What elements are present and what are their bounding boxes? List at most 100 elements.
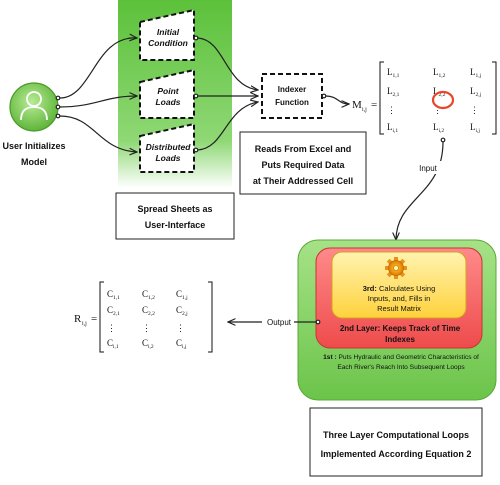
input-matrix-equals: = <box>371 99 377 111</box>
input-matrix-cell: L1,2 <box>433 67 446 79</box>
input-matrix-cell-subscript: 2,j <box>476 92 482 98</box>
output-matrix-cell-subscript: i,j <box>182 344 187 350</box>
output-matrix-cell: Ci,j <box>176 338 187 350</box>
output-matrix-left-bracket <box>99 281 104 353</box>
spreadsheet-caption-line2: User-Interface <box>145 220 206 230</box>
input-matrix-cell: L2,1 <box>387 86 400 98</box>
input-matrix-cell: Li,2 <box>433 122 444 134</box>
indexer-caption-line1: Reads From Excel and <box>255 144 352 154</box>
layer1-title: 1st : <box>323 354 337 361</box>
spreadsheet-caption-box <box>115 192 235 240</box>
input-matrix-cell-subscript: 2,2 <box>439 92 446 98</box>
loops-caption-line2: Implemented According Equation 2 <box>321 449 472 459</box>
input-label-bg <box>413 161 443 174</box>
output-matrix-cell-symbol: C <box>142 338 148 348</box>
loops-caption-box <box>309 407 483 477</box>
output-matrix-cell-symbol: ⋮ <box>142 323 151 333</box>
gear-icon <box>385 257 407 279</box>
output-arrow <box>228 320 321 324</box>
gear-tooth <box>394 274 398 279</box>
output-matrix-cell-symbol: C <box>107 305 113 315</box>
point-loads-line1: Point <box>157 86 179 96</box>
indexer-caption-line3: at Their Addressed Cell <box>253 176 353 186</box>
layer2-line1: 2nd Layer: Keeps Track of Time <box>340 324 461 333</box>
output-matrix-cell: Ci,1 <box>107 338 119 350</box>
output-matrix-right-bracket <box>208 281 213 353</box>
output-matrix-cell-subscript: 1,1 <box>113 295 120 301</box>
computational-loops: 3rd: Calculates Using Inputs, and, Fills… <box>297 239 497 401</box>
output-matrix-cell: C1,2 <box>142 289 155 301</box>
output-matrix-cell-subscript: 2,j <box>182 311 188 317</box>
output-matrix-cell-subscript: i,2 <box>148 344 154 350</box>
output-matrix-cell-symbol: C <box>142 305 148 315</box>
input-matrix-cell-subscript: 2,1 <box>393 92 400 98</box>
layer2-line2: Indexes <box>385 335 415 344</box>
output-matrix-cell: C2,j <box>176 305 188 317</box>
indexer-line1: Indexer <box>278 85 306 94</box>
layer3-line2: Inputs, and, Fills in <box>368 294 431 303</box>
input-matrix-cell-symbol: L <box>470 67 476 77</box>
input-matrix-cell: Li,j <box>470 122 480 134</box>
spreadsheet-point-loads: Point Loads <box>139 68 195 119</box>
output-matrix-cell: Ci,2 <box>142 338 154 350</box>
spreadsheet-distributed-loads: Distributed Loads <box>139 122 195 173</box>
input-matrix-cell: ⋮ <box>387 105 396 115</box>
input-matrix-cell-symbol: L <box>470 122 476 132</box>
person-icon <box>20 91 48 121</box>
input-label: Input <box>419 164 438 173</box>
gear-tooth <box>394 257 398 262</box>
input-matrix-right-bracket <box>492 61 497 135</box>
layer1-line2: Each River's Reach Into Subsequent Loops <box>337 364 465 371</box>
input-matrix-cell-subscript: i,1 <box>393 128 399 134</box>
input-matrix-cell-symbol: L <box>470 86 476 96</box>
output-matrix-cell-symbol: C <box>107 338 113 348</box>
output-matrix-cell-subscript: 2,2 <box>148 311 155 317</box>
input-matrix-cell: L2,j <box>470 86 482 98</box>
output-matrix-cell: ⋮ <box>176 323 185 333</box>
output-matrix-cell-subscript: 2,1 <box>113 311 120 317</box>
input-arrow <box>396 137 446 240</box>
layer3-line3: Result Matrix <box>377 304 421 313</box>
input-matrix-cell-symbol: L <box>433 122 439 132</box>
output-matrix-sub: i,j <box>82 321 87 327</box>
input-matrix-cell: L2,2 <box>433 86 446 98</box>
indexer-caption-box <box>239 131 367 195</box>
indexer-function-box <box>261 73 323 119</box>
layer1-line1-text: 1st : Puts Hydraulic and Geometric Chara… <box>323 354 479 361</box>
distributed-loads-line2: Loads <box>155 153 180 163</box>
output-matrix-cell-symbol: C <box>107 289 113 299</box>
output-matrix-cell-symbol: C <box>176 305 182 315</box>
spreadsheet-caption-line1: Spread Sheets as <box>137 204 212 214</box>
output-matrix-cell: ⋮ <box>107 323 116 333</box>
output-matrix-cell-symbol: ⋮ <box>176 323 185 333</box>
input-matrix-cell: ⋮ <box>433 105 442 115</box>
layer3-line1-text: 3rd: Calculates Using <box>363 284 436 293</box>
initial-condition-line2: Condition <box>148 38 188 48</box>
input-matrix-cell-symbol: L <box>433 67 439 77</box>
input-matrix-left-bracket <box>379 61 384 135</box>
layer1-line1: Puts Hydraulic and Geometric Characteris… <box>339 354 480 361</box>
input-matrix-cell-subscript: i,2 <box>439 128 445 134</box>
input-matrix-sub: i,j <box>362 107 367 113</box>
output-matrix-equals: = <box>91 313 97 325</box>
output-matrix-name: R <box>74 313 82 325</box>
indexer-to-matrix-arrow <box>321 93 349 104</box>
user-node <box>9 82 59 132</box>
input-matrix-cell: Li,1 <box>387 122 398 134</box>
output-matrix-cell-subscript: 1,2 <box>148 295 155 301</box>
output-matrix-cell-symbol: C <box>142 289 148 299</box>
layer3-title: 3rd: <box>363 284 377 293</box>
initial-condition-line1: Initial <box>157 27 180 37</box>
output-matrix-cell: ⋮ <box>142 323 151 333</box>
output-matrix-cell: C2,1 <box>107 305 120 317</box>
input-matrix-cell-symbol: ⋮ <box>387 105 396 115</box>
input-matrix-cell-subscript: 1,1 <box>393 73 400 79</box>
input-matrix-name: M <box>352 99 362 111</box>
input-matrix-cell-symbol: L <box>387 122 393 132</box>
input-matrix-cell: ⋮ <box>470 105 479 115</box>
indexer-line2: Function <box>275 98 309 107</box>
